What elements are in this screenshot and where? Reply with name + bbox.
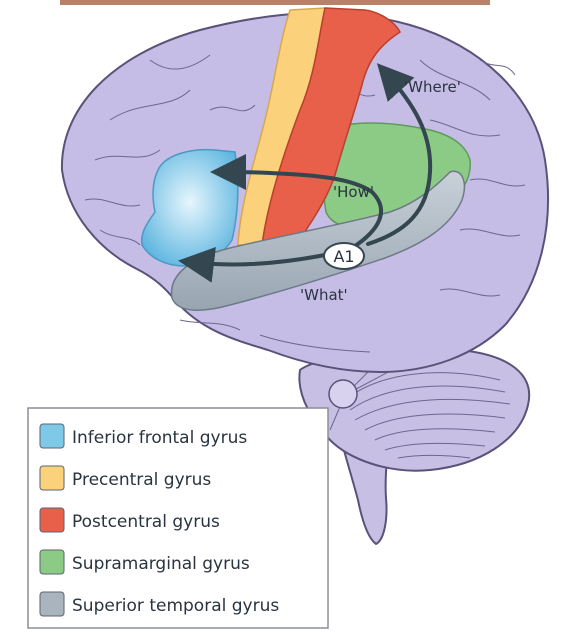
legend-label-postcentral: Postcentral gyrus (72, 512, 220, 532)
legend-swatch-postcentral (40, 508, 64, 532)
top-image-strip (60, 0, 490, 5)
legend-swatch-precentral (40, 466, 64, 490)
legend-label-superior-temporal: Superior temporal gyrus (72, 596, 279, 616)
legend: Inferior frontal gyrus Precentral gyrus … (28, 408, 328, 628)
legend-swatch-inferior-frontal (40, 424, 64, 448)
legend-swatch-superior-temporal (40, 592, 64, 616)
legend-swatch-supramarginal (40, 550, 64, 574)
legend-label-precentral: Precentral gyrus (72, 470, 211, 490)
where-label: 'Where' (404, 78, 461, 96)
legend-label-supramarginal: Supramarginal gyrus (72, 554, 250, 574)
what-label: 'What' (300, 286, 348, 304)
pons (329, 380, 357, 408)
legend-label-inferior-frontal: Inferior frontal gyrus (72, 428, 247, 448)
a1-label: A1 (333, 247, 354, 266)
a1-badge: A1 (324, 243, 364, 269)
how-label: 'How' (333, 183, 374, 201)
